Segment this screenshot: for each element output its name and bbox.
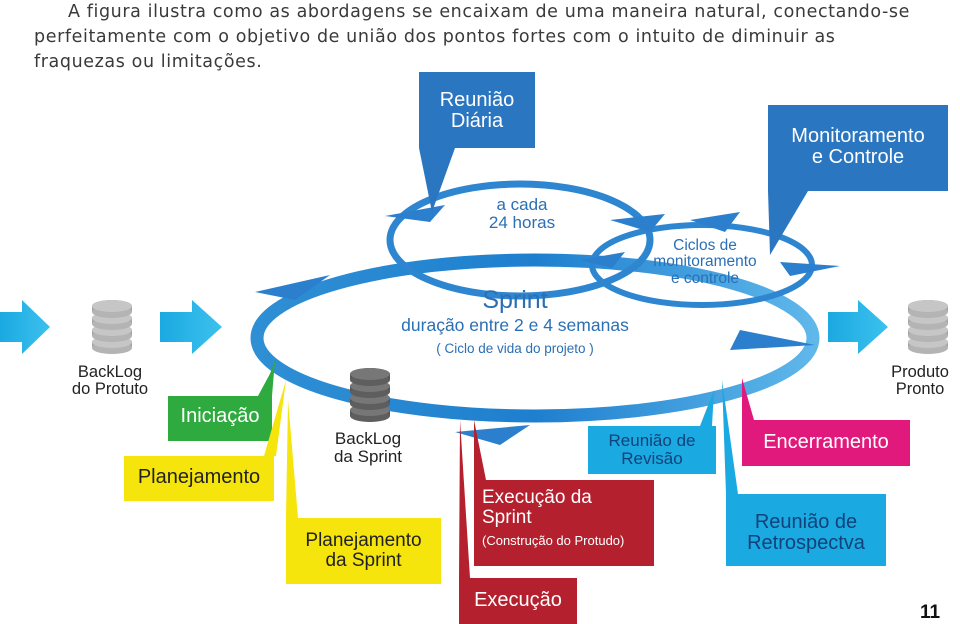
page-number: 11: [920, 602, 941, 623]
a-cada-line-1: a cada: [496, 195, 548, 214]
planejamento-sprint-callout: [286, 400, 441, 584]
ciclos-line-1: Ciclos de: [673, 237, 737, 254]
reuniao-revisao-line-1: Reunião de: [608, 431, 696, 450]
reuniao-diaria-label: Reunião Diária: [419, 90, 535, 132]
reuniao-diaria-line-1: Reunião: [439, 89, 515, 111]
monitoramento-line-2: e Controle: [811, 146, 905, 168]
a-cada-line-2: 24 horas: [488, 212, 556, 232]
reuniao-revisao-label: Reunião de Revisão: [588, 432, 716, 468]
ciclos-line-3: e controle: [670, 269, 740, 287]
monitoramento-line-1: Monitoramento: [791, 125, 925, 147]
reuniao-revisao-line-2: Revisão: [621, 448, 683, 468]
reuniao-revisao-callout: [588, 390, 716, 474]
retrospectiva-callout: [722, 380, 886, 566]
flow-arrows: [0, 300, 888, 354]
retrospectiva-line-2: Retrospectva: [747, 532, 865, 554]
sprint-title: Sprint: [482, 286, 548, 314]
intro-line-3: fraquezas ou limitações.: [34, 52, 263, 72]
backlog-produto-line-1: BackLog: [77, 363, 143, 381]
backlog-produto-label: BackLog do Protuto: [52, 363, 168, 399]
monitoramento-callout: [768, 105, 948, 255]
execucao-callout: [459, 420, 577, 624]
iniciacao-label: Iniciação: [180, 405, 260, 427]
intro-paragraph: A figura ilustra como as abordagens se e…: [34, 0, 934, 75]
monitoramento-label: Monitoramento e Controle: [768, 126, 948, 168]
backlog-produto-database-icon: [92, 300, 132, 354]
encerramento-callout: [742, 378, 910, 466]
encerramento-label: Encerramento: [763, 431, 889, 453]
execucao-sprint-line-2: Sprint: [482, 506, 532, 528]
iniciacao-callout: [168, 360, 275, 441]
planejamento-sprint-line-2: da Sprint: [325, 549, 402, 571]
produto-pronto-label: Produto Pronto: [880, 363, 960, 399]
retrospectiva-label: Reunião de Retrospectva: [726, 512, 886, 554]
backlog-sprint-label: BackLog da Sprint: [316, 430, 420, 466]
daily-cycle: [386, 180, 654, 300]
construcao-label: (Construção do Protudo): [482, 532, 625, 548]
retrospectiva-line-1: Reunião de: [754, 511, 858, 533]
execucao-sprint-line-1: Execução da: [482, 487, 592, 508]
produto-pronto-database-icon: [908, 300, 948, 354]
produto-pronto-line-1: Produto: [891, 363, 949, 381]
execucao-label: Execução: [474, 589, 562, 611]
planejamento-callout: [124, 380, 286, 501]
reuniao-diaria-line-2: Diária: [450, 110, 504, 132]
backlog-sprint-database-icon: [350, 368, 390, 422]
reuniao-diaria-callout: [419, 72, 535, 212]
ciclos-line-2: monitoramento: [653, 253, 757, 271]
backlog-produto-line-2: do Protuto: [71, 380, 149, 399]
planejamento-sprint-label: Planejamento da Sprint: [286, 531, 441, 571]
cycle-arrowheads: [255, 205, 840, 445]
backlog-sprint-line-2: da Sprint: [333, 446, 403, 466]
ciclo-vida-label: ( Ciclo de vida do projeto ): [436, 341, 594, 356]
duracao-label: duração entre 2 e 4 semanas: [401, 315, 629, 335]
execucao-sprint-label: Execução da Sprint (Construção do Protud…: [482, 488, 652, 548]
produto-pronto-line-2: Pronto: [895, 380, 945, 399]
backlog-sprint-line-1: BackLog: [334, 429, 402, 448]
intro-line-2: perfeitamente com o objetivo de união do…: [34, 27, 836, 47]
execucao-sprint-callout: [474, 420, 654, 566]
ciclos-monitoramento-label: Ciclos de monitoramento e controle: [630, 237, 780, 287]
intro-line-1: A figura ilustra como as abordagens se e…: [68, 2, 911, 22]
a-cada-24-horas-label: a cada 24 horas: [460, 196, 584, 232]
sprint-cycle: [250, 253, 820, 423]
planejamento-label: Planejamento: [137, 466, 261, 488]
planejamento-sprint-line-1: Planejamento: [305, 530, 422, 551]
